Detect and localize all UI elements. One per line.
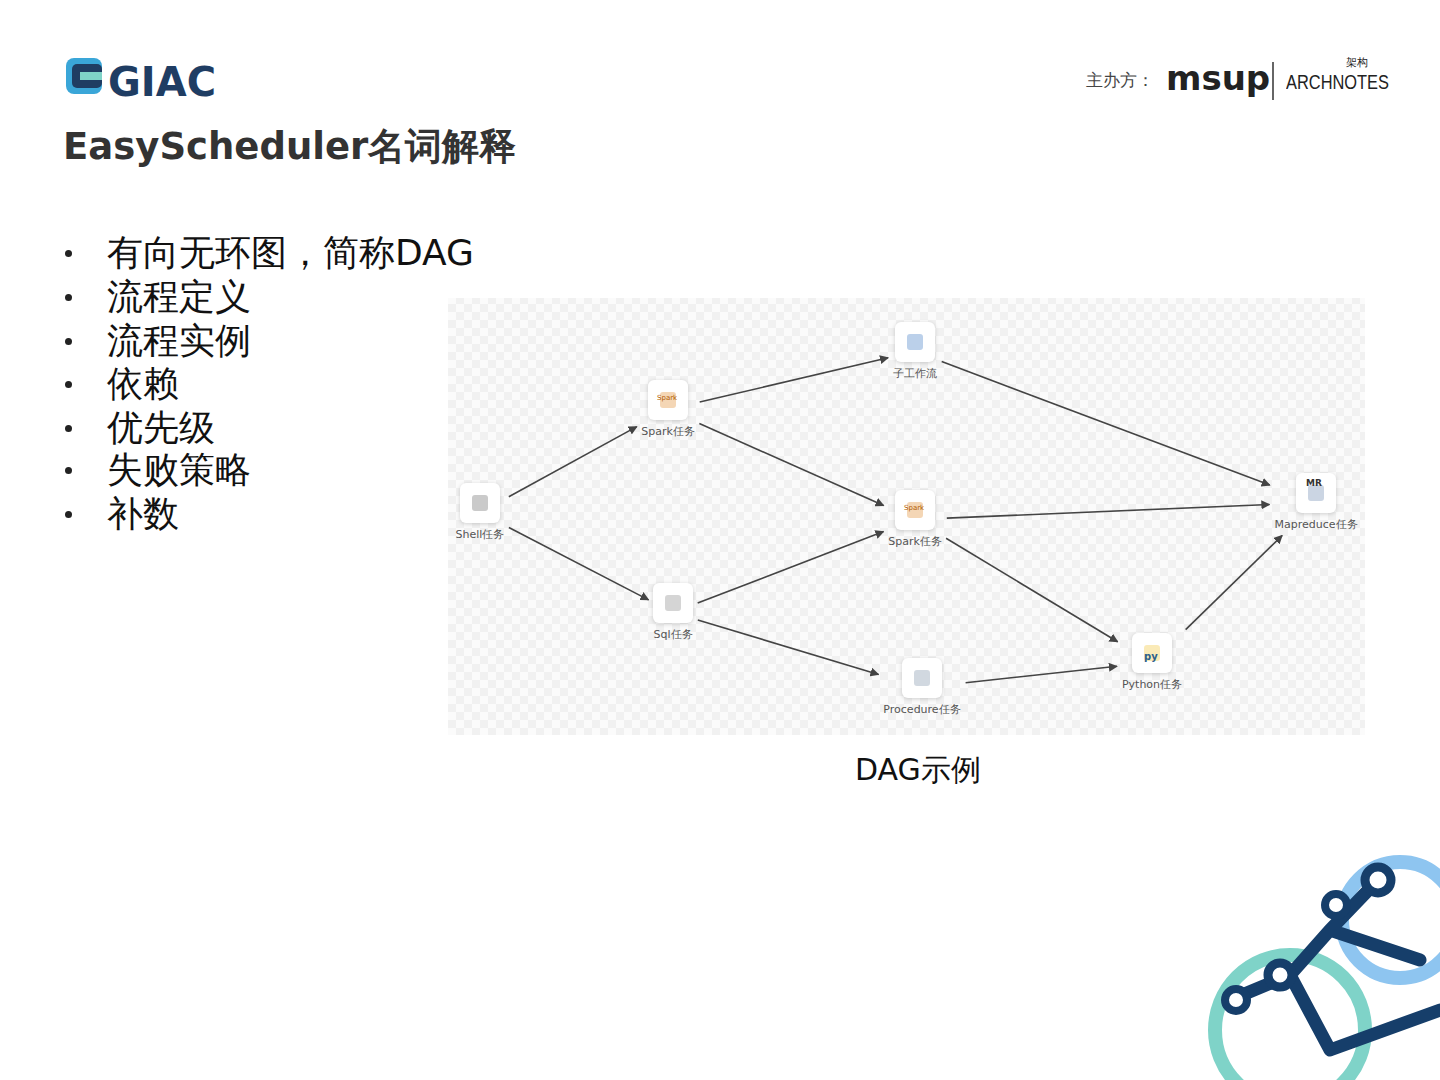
bullet-item: 失败策略 [107, 448, 251, 491]
bullet-item: 流程定义 [107, 275, 251, 318]
task-icon-art [902, 658, 942, 698]
task-node: Spark任务 [888, 490, 942, 549]
task-node: 子工作流 [893, 322, 937, 381]
task-label: Mapreduce任务 [1274, 517, 1357, 532]
task-node: Shell任务 [456, 483, 505, 542]
icon-text: MR [1306, 478, 1322, 489]
bullet-dot [65, 425, 72, 432]
icon-text: Spark [657, 394, 677, 402]
sponsor-caption: 主办方： [1086, 70, 1154, 90]
bullet-dot [65, 381, 72, 388]
bullet-item: 流程实例 [107, 319, 251, 362]
icon-text: py [1144, 651, 1158, 663]
task-label: 子工作流 [893, 366, 937, 381]
dependency-arrow [700, 358, 888, 402]
task-label: Python任务 [1122, 677, 1182, 692]
task-label: Shell任务 [456, 527, 505, 542]
task-icon [902, 658, 942, 698]
bullet-dot [65, 511, 72, 518]
task-label: Spark任务 [888, 534, 942, 549]
bullet-dot [65, 338, 72, 345]
task-icon-art [460, 483, 500, 523]
dependency-arrow [1186, 535, 1283, 629]
task-node: Procedure任务 [883, 658, 960, 717]
dependency-arrow [947, 504, 1270, 518]
task-icon [460, 483, 500, 523]
dependency-arrow [699, 423, 883, 505]
dependency-arrow [946, 538, 1118, 642]
giac-logo-mark [66, 58, 102, 94]
dag-canvas [448, 298, 1365, 735]
bullet-item: 补数 [107, 492, 179, 535]
corner-decoration [1215, 862, 1440, 1080]
dependency-arrow [509, 427, 637, 497]
task-node: Sql任务 [653, 583, 693, 642]
bullet-dot [65, 250, 72, 257]
dependency-arrow [698, 620, 879, 674]
task-node: Python任务 [1122, 633, 1182, 692]
task-label: Sql任务 [653, 627, 692, 642]
dependency-arrow [698, 532, 884, 603]
task-node: Spark任务 [641, 380, 695, 439]
sponsor-divider [1272, 62, 1274, 100]
sponsor-logo: 架构 [1346, 56, 1368, 69]
task-label: Spark任务 [641, 424, 695, 439]
dependency-arrow [942, 362, 1270, 486]
logo-text: GIAC [108, 58, 216, 106]
bullet-item: 有向无环图，简称DAG [107, 231, 474, 274]
task-icon-art [653, 583, 693, 623]
sponsor-logo: msup [1166, 58, 1270, 99]
dependency-arrow [966, 666, 1117, 682]
dependency-arrow [509, 527, 649, 599]
task-label: Procedure任务 [883, 702, 960, 717]
bullet-item: 依赖 [107, 362, 179, 405]
bullet-dot [65, 467, 72, 474]
bullet-item: 优先级 [107, 406, 215, 449]
slide-title: EasyScheduler名词解释 [63, 122, 516, 172]
sponsor-logo: ARCHNOTES [1286, 70, 1389, 94]
task-icon-art [895, 322, 935, 362]
task-icon [895, 322, 935, 362]
icon-text: Spark [904, 504, 924, 512]
bullet-dot [65, 294, 72, 301]
task-icon [653, 583, 693, 623]
figure-caption: DAG示例 [855, 750, 981, 791]
